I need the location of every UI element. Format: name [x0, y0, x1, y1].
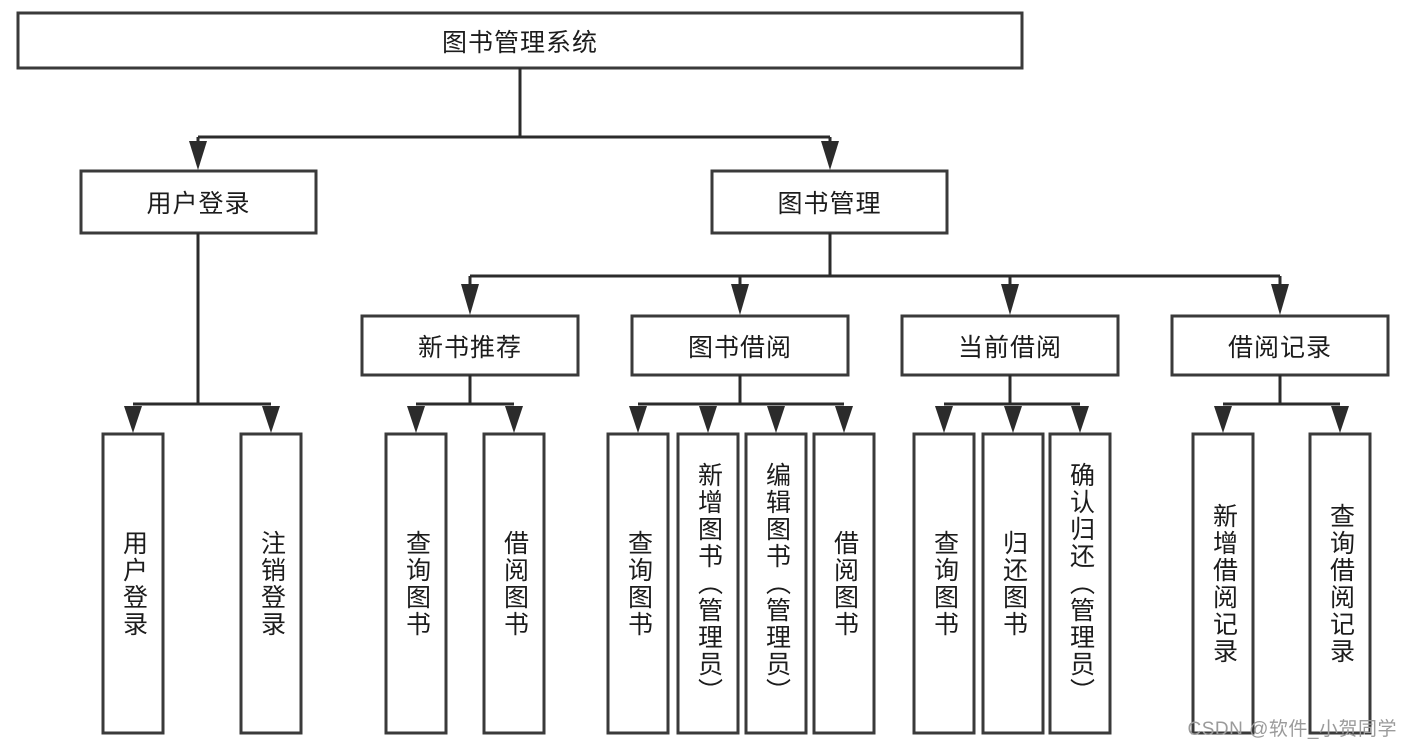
node-box-book-borrow[interactable]: [630, 314, 850, 377]
arrow-head-leaf-query-book-2: [629, 406, 647, 433]
node-box-leaf-user-login[interactable]: [101, 432, 165, 735]
node-box-leaf-logout[interactable]: [239, 432, 303, 735]
arrow-head-user-login: [189, 141, 207, 170]
node-box-book-manage[interactable]: [710, 169, 949, 235]
arrow-head-book-manage: [821, 141, 839, 170]
watermark-text: CSDN @软件_小贺同学: [1187, 719, 1397, 740]
arrow-head-current-borrow: [1001, 284, 1019, 315]
arrow-head-leaf-logout: [262, 406, 280, 433]
arrow-head-leaf-user-login: [124, 406, 142, 433]
node-box-leaf-add-record[interactable]: [1191, 432, 1255, 735]
node-box-leaf-borrow-book-2[interactable]: [812, 432, 876, 735]
node-box-current-borrow[interactable]: [900, 314, 1120, 377]
arrow-head-book-borrow: [731, 284, 749, 315]
arrow-head-leaf-borrow-book-1: [505, 406, 523, 433]
arrow-head-leaf-query-book-1: [407, 406, 425, 433]
node-box-leaf-borrow-book-1[interactable]: [482, 432, 546, 735]
arrow-head-leaf-query-record: [1331, 406, 1349, 433]
arrow-head-leaf-query-book-3: [935, 406, 953, 433]
arrow-head-leaf-add-record: [1214, 406, 1232, 433]
arrow-head-leaf-edit-book: [767, 406, 785, 433]
arrow-head-borrow-record: [1271, 284, 1289, 315]
node-box-leaf-query-record[interactable]: [1308, 432, 1372, 735]
node-box-leaf-return-book[interactable]: [981, 432, 1045, 735]
arrow-head-leaf-return-book: [1004, 406, 1022, 433]
arrow-head-new-book-recommend: [461, 284, 479, 315]
node-box-root[interactable]: [16, 11, 1024, 70]
node-box-leaf-query-book-3[interactable]: [912, 432, 976, 735]
arrow-head-leaf-confirm-return: [1071, 406, 1089, 433]
node-box-leaf-edit-book[interactable]: [744, 432, 808, 735]
arrow-head-leaf-borrow-book-2: [835, 406, 853, 433]
node-box-new-book-recommend[interactable]: [360, 314, 580, 377]
node-box-borrow-record[interactable]: [1170, 314, 1390, 377]
node-box-leaf-confirm-return[interactable]: [1048, 432, 1112, 735]
node-box-leaf-add-book[interactable]: [676, 432, 740, 735]
node-box-user-login[interactable]: [79, 169, 318, 235]
node-box-leaf-query-book-2[interactable]: [606, 432, 670, 735]
arrow-head-leaf-add-book: [699, 406, 717, 433]
node-box-leaf-query-book-1[interactable]: [384, 432, 448, 735]
